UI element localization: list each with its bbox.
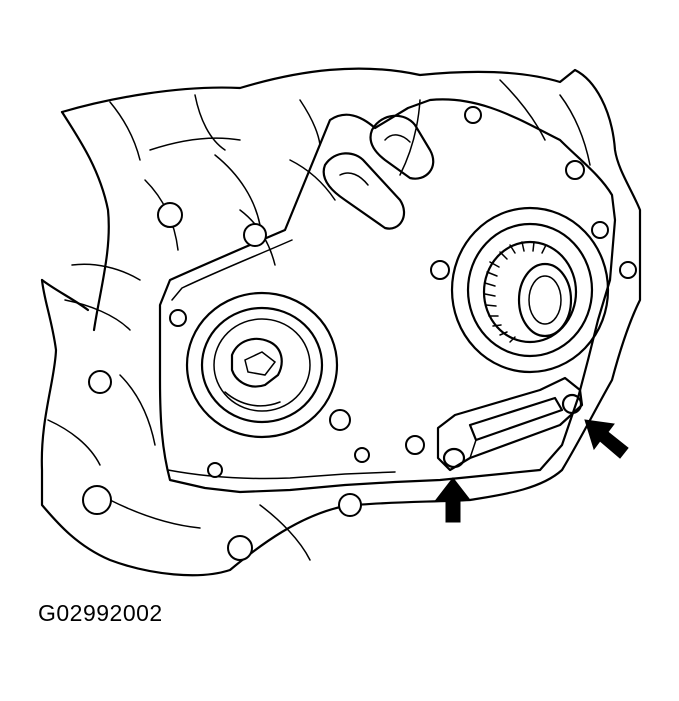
left-bearing-bore: [185, 291, 339, 439]
right-bearing-bore: [450, 206, 610, 374]
arrow-up-icon: [434, 477, 472, 523]
retaining-bracket: [436, 376, 584, 472]
bolt-holes: [82, 106, 637, 561]
callout-arrows: [434, 419, 629, 523]
case-outline: [40, 67, 642, 577]
mounting-flange: [158, 98, 617, 494]
upper-bosses: [322, 114, 435, 230]
figure-code-label: G02992002: [38, 600, 163, 626]
arrow-left-icon: [584, 419, 629, 459]
spline-teeth: [484, 241, 547, 343]
